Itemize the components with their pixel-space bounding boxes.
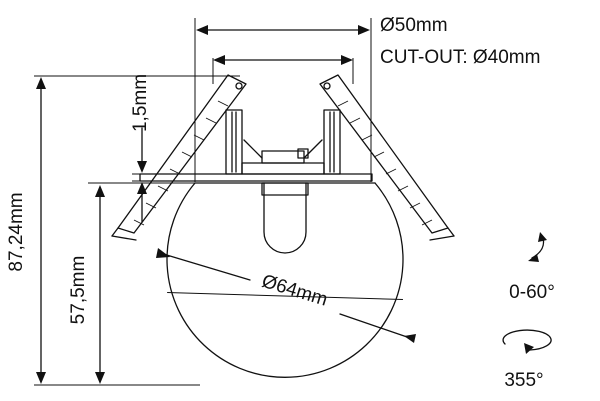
cutout-dimension: CUT-OUT: Ø40mm (212, 47, 540, 84)
globe-height-dimension: 57,5mm (68, 182, 195, 384)
globe-diameter-leader-right (339, 313, 411, 339)
tilt-arrow-up-icon (538, 232, 547, 242)
fixture-body (111, 74, 455, 241)
outer-diameter-label: Ø50mm (380, 15, 448, 36)
globe-height-label: 57,5mm (68, 256, 89, 325)
rotation-arrow-icon (524, 343, 534, 354)
rotation-label: 355° (504, 370, 543, 391)
lamp-bulb (263, 182, 307, 254)
globe-diameter-label: Ø64mm (259, 271, 330, 311)
cutout-label: CUT-OUT: Ø40mm (380, 47, 540, 68)
lamp-base (261, 182, 309, 196)
tilt-label: 0-60° (509, 282, 555, 303)
arrow-left-icon (213, 55, 225, 65)
globe-outline (166, 182, 404, 378)
arrow-up-icon (95, 185, 105, 197)
total-height-label: 87,24mm (6, 192, 27, 271)
left-spring-clip (111, 74, 247, 241)
ceiling-flange (139, 173, 373, 182)
outer-diameter-dimension: Ø50mm (194, 15, 448, 182)
arrow-down-icon (36, 372, 46, 384)
total-height-dimension: 87,24mm (6, 75, 240, 386)
arrow-icon (156, 248, 170, 258)
arrow-down-icon (95, 372, 105, 384)
arrow-up-icon (137, 182, 147, 194)
right-spring-clip (319, 74, 455, 241)
arrow-up-icon (36, 77, 46, 89)
arrow-left-icon (196, 25, 208, 35)
rotation-ellipse-icon (502, 329, 552, 351)
tilt-arrow-down-icon (528, 254, 539, 262)
arrow-right-icon (358, 25, 370, 35)
socket-housing (225, 109, 341, 175)
tilt-indicator: 0-60° (509, 232, 555, 303)
flange-label: 1,5mm (130, 74, 151, 132)
globe-diameter-leader-left (159, 252, 251, 281)
arrow-icon (404, 334, 416, 343)
globe-equator-line (167, 291, 403, 301)
rotation-indicator: 355° (502, 329, 552, 391)
arrow-right-icon (341, 55, 353, 65)
glass-globe: Ø64mm (156, 182, 416, 378)
arrow-down-icon (137, 161, 147, 173)
